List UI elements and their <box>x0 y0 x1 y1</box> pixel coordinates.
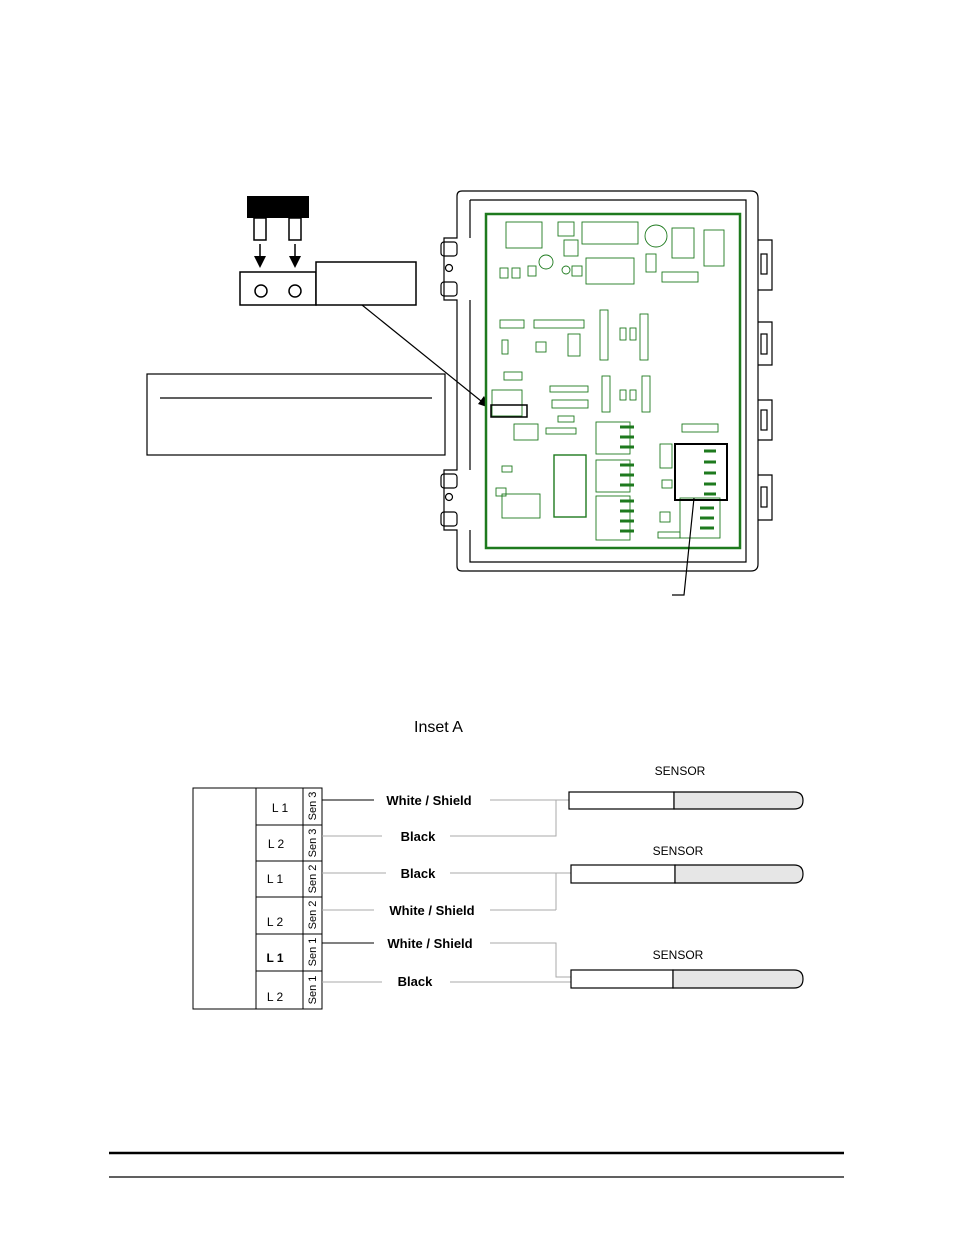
terminal-label-sen: Sen 1 <box>307 938 319 967</box>
terminal-label-l: L 2 <box>267 915 284 929</box>
wire-label-white-shield: White / Shield <box>386 793 471 808</box>
wire-label-white-shield: White / Shield <box>389 903 474 918</box>
wire-label-black: Black <box>398 974 433 989</box>
sensor-label: SENSOR <box>653 844 704 858</box>
terminal-label-l: L 1 <box>267 872 284 886</box>
wire-label-black: Black <box>401 866 436 881</box>
jumper-pin-right <box>288 217 302 241</box>
wire-label-white-shield: White / Shield <box>387 936 472 951</box>
leader-line <box>361 304 487 406</box>
enclosure <box>440 190 773 572</box>
wires <box>322 799 571 983</box>
sensor-label: SENSOR <box>655 764 706 778</box>
terminal-label-sen: Sen 3 <box>307 792 319 821</box>
terminal-label-l: L 2 <box>267 990 284 1004</box>
jumper-cap <box>247 196 309 218</box>
note-box <box>146 373 446 456</box>
arrow-down-icon <box>289 256 301 268</box>
terminal-label-sen: Sen 3 <box>307 829 319 858</box>
sensor-label: SENSOR <box>653 948 704 962</box>
terminal-label-l: L 1 <box>272 801 289 815</box>
terminal-label-sen: Sen 2 <box>307 901 319 930</box>
arrow-down-icon <box>254 256 266 268</box>
circuit-board <box>484 212 742 550</box>
sensor-probe <box>568 791 804 810</box>
terminal-label-l: L 2 <box>268 837 285 851</box>
terminal-label-sen: Sen 1 <box>307 976 319 1005</box>
jumper-illustration <box>239 196 490 408</box>
terminal-label-sen: Sen 2 <box>307 865 319 894</box>
terminal-block <box>192 787 323 1010</box>
jumper-callout-box <box>315 261 417 306</box>
sensor-terminal-highlight <box>674 443 728 501</box>
jumper-header <box>239 271 317 306</box>
inset-title: Inset A <box>414 719 463 736</box>
jumper-location-highlight <box>490 404 528 418</box>
wire-label-black: Black <box>401 829 436 844</box>
terminal-label-l: L 1 <box>266 951 283 965</box>
jumper-pin-left <box>253 217 267 241</box>
leader-line <box>672 497 695 596</box>
sensor-probe <box>570 969 804 989</box>
sensor-probe <box>570 864 804 884</box>
